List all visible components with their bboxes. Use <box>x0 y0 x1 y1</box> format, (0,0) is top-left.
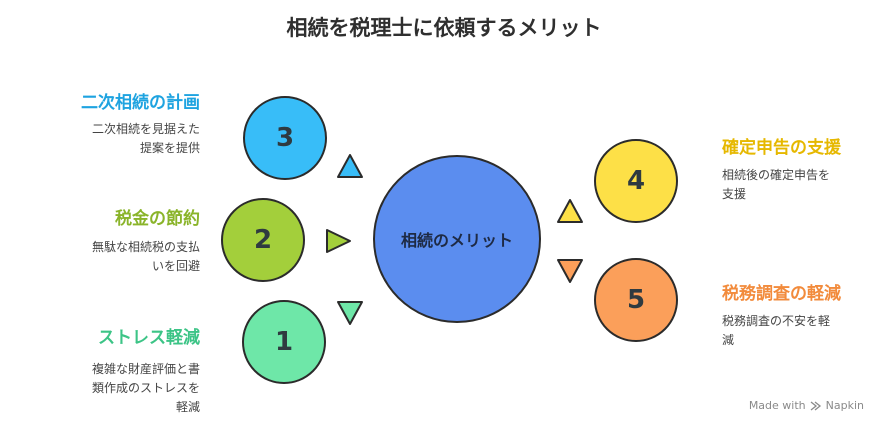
step-circle-4: 4 <box>594 139 678 223</box>
triangle-down-icon-5 <box>557 259 583 283</box>
desc-tax-return-support: 相続後の確定申告を 支援 <box>722 168 831 201</box>
step-number-5: 5 <box>626 285 646 315</box>
desc-tax-saving: 無駄な相続税の支払 いを回避 <box>91 240 200 273</box>
heading-secondary-inheritance: 二次相続の計画 <box>81 93 200 113</box>
heading-stress-reduction: ストレス軽減 <box>98 328 200 348</box>
heading-tax-return-support: 確定申告の支援 <box>722 138 841 158</box>
step-circle-2: 2 <box>221 198 305 282</box>
step-circle-1: 1 <box>242 300 326 384</box>
triangle-right-icon-2 <box>326 229 351 253</box>
step-circle-3: 3 <box>243 96 327 180</box>
desc-secondary-inheritance: 二次相続を見据えた 提案を提供 <box>91 122 200 155</box>
triangle-up-icon-4 <box>557 199 583 223</box>
desc-stress-reduction: 複雑な財産評価と書 類作成のストレスを 軽減 <box>91 362 200 414</box>
page-title: 相続を税理士に依頼するメリット <box>286 16 602 40</box>
step-number-3: 3 <box>275 123 295 153</box>
made-with-label: Made with <box>748 399 806 412</box>
step-number-4: 4 <box>626 166 646 196</box>
heading-tax-audit-reduction: 税務調査の軽減 <box>722 284 841 304</box>
heading-tax-saving: 税金の節約 <box>115 209 200 229</box>
napkin-brand-label: Napkin <box>825 399 864 412</box>
triangle-down-icon-1 <box>337 301 363 325</box>
desc-tax-audit-reduction: 税務調査の不安を軽 減 <box>722 314 831 347</box>
triangle-up-icon-3 <box>337 154 363 178</box>
center-label: 相続のメリット <box>400 231 513 250</box>
napkin-logo-icon <box>810 400 821 411</box>
step-circle-5: 5 <box>594 258 678 342</box>
made-with-napkin: Made with Napkin <box>749 399 864 412</box>
center-circle: 相続のメリット <box>373 155 541 323</box>
step-number-1: 1 <box>274 327 294 357</box>
step-number-2: 2 <box>253 225 273 255</box>
